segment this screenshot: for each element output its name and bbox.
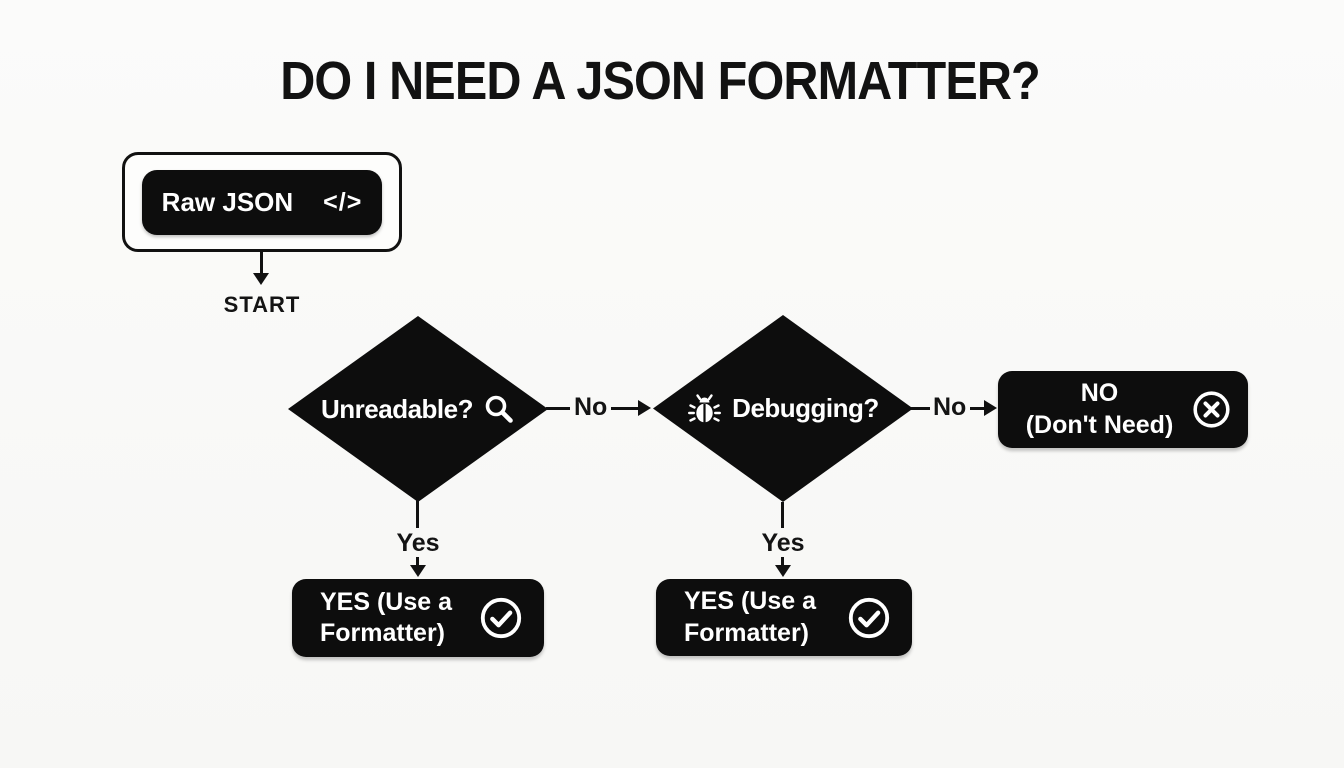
page-title: DO I NEED A JSON FORMATTER? — [0, 50, 1320, 112]
raw-json-node: Raw JSON </> — [142, 170, 382, 235]
code-icon: </> — [323, 188, 363, 216]
bug-icon — [688, 393, 722, 422]
outcome-no-line1: NO — [1080, 379, 1119, 408]
yes2-arrowhead-icon — [775, 565, 791, 577]
outcome-yes-node-2: YES (Use a Formatter) — [656, 579, 912, 656]
outcome-no-text: NO (Don't Need) — [1008, 378, 1191, 441]
check-circle-icon — [480, 597, 522, 639]
outcome-yes1-line2: Formatter) — [320, 619, 446, 647]
yes1-label: Yes — [396, 529, 440, 557]
no1-line-left — [546, 407, 570, 410]
outcome-yes1-text: YES (Use a Formatter) — [320, 587, 478, 650]
no2-label: No — [933, 393, 967, 421]
no2-arrowhead-icon — [984, 400, 997, 416]
decision-debugging-label: Debugging? — [732, 393, 879, 423]
outcome-no-line2: (Don't Need) — [1025, 410, 1174, 439]
raw-json-label: Raw JSON — [161, 187, 294, 217]
yes2-label: Yes — [761, 529, 805, 557]
yes1-arrowhead-icon — [410, 565, 426, 577]
decision-debugging: Debugging? — [653, 315, 913, 502]
outcome-yes1-line1: YES (Use a — [320, 587, 453, 616]
no1-label: No — [574, 393, 608, 421]
outcome-yes2-line1: YES (Use a — [684, 587, 817, 616]
decision-unreadable-label: Unreadable? — [321, 393, 474, 424]
start-label: START — [223, 292, 301, 317]
start-arrow-shaft — [260, 252, 263, 275]
start-arrowhead-icon — [253, 273, 269, 285]
no1-arrowhead-icon — [638, 400, 651, 416]
yes1-line-bottom — [416, 557, 419, 567]
no2-line-right — [970, 407, 985, 410]
yes1-line-top — [416, 500, 419, 528]
decision-unreadable: Unreadable? — [288, 316, 548, 502]
page-title-text: DO I NEED A JSON FORMATTER? — [280, 51, 1041, 111]
no1-line-right — [611, 407, 639, 410]
outcome-yes2-line2: Formatter) — [684, 618, 810, 647]
check-circle-icon — [848, 597, 890, 638]
magnifier-icon — [485, 395, 513, 423]
x-circle-icon — [1193, 391, 1230, 428]
yes2-line-top — [781, 502, 784, 528]
outcome-yes-node-1: YES (Use a Formatter) — [292, 579, 544, 657]
no2-line-left — [911, 407, 930, 410]
yes2-line-bottom — [781, 557, 784, 567]
outcome-no-node: NO (Don't Need) — [998, 371, 1248, 448]
outcome-yes2-text: YES (Use a Formatter) — [684, 586, 846, 649]
